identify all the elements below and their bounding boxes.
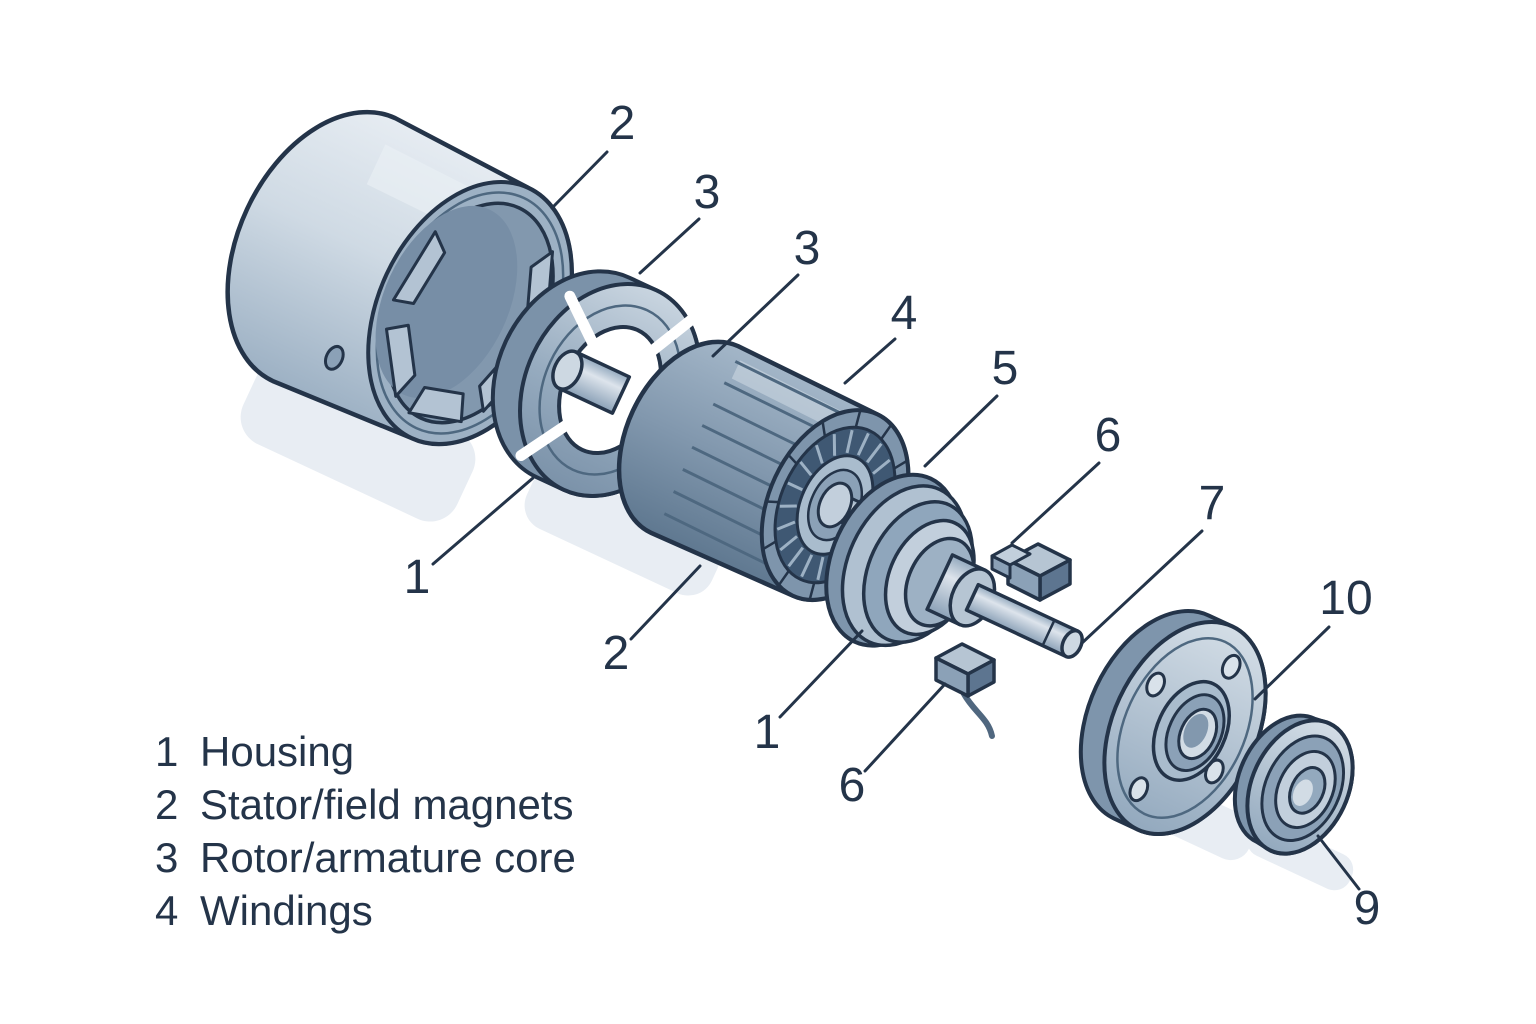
- callout-number: 5: [992, 342, 1019, 395]
- legend-label: Stator/field magnets: [200, 781, 574, 828]
- callout-labels: 2 3 3 4 5 6 7 10 1 2 1 6 9: [404, 97, 1381, 935]
- stator-shadow: [524, 468, 720, 596]
- callout-line-4: [843, 337, 897, 385]
- callout-line-3a: [638, 217, 701, 275]
- callout-number: 6: [839, 759, 866, 812]
- brush-lower-front: [934, 656, 970, 698]
- bearing-part: [1232, 713, 1355, 856]
- shaft-seam: [1041, 619, 1056, 647]
- housing-vent-hole: [323, 344, 345, 371]
- callout-number: 3: [694, 166, 721, 219]
- bearing-hole-light: [1292, 779, 1313, 806]
- callout-line-2a: [550, 150, 609, 210]
- end-cap-bore-shade: [1183, 713, 1209, 748]
- callout-number: 2: [603, 627, 630, 680]
- legend-label: Rotor/armature core: [200, 834, 576, 881]
- rotor-hub: [816, 481, 854, 529]
- shaft-front-end: [551, 349, 584, 391]
- callout-number: 7: [1199, 477, 1226, 530]
- callout-line-2b: [629, 564, 702, 641]
- callout-line-9: [1316, 834, 1361, 891]
- legend-row: 4 Windings: [155, 887, 373, 934]
- end-cap-part: [1078, 609, 1268, 836]
- callout-number: 4: [891, 287, 918, 340]
- callout-number: 10: [1319, 572, 1372, 625]
- callout-line-3b: [711, 273, 800, 358]
- brush-lower-part: [934, 642, 996, 739]
- callout-line-6b: [863, 682, 947, 773]
- legend-row: 1 Housing: [155, 728, 354, 775]
- end-cap-inner-edge: [1116, 636, 1254, 820]
- legend-label: Housing: [200, 728, 354, 775]
- callout-number: 3: [794, 222, 821, 275]
- legend: 1 Housing 2 Stator/field magnets 3 Rotor…: [155, 728, 576, 934]
- legend-number: 1: [155, 728, 178, 775]
- legend-label: Windings: [200, 887, 373, 934]
- callout-number: 1: [754, 706, 781, 759]
- brush-lower-wire: [961, 691, 995, 739]
- callout-number: 2: [609, 97, 636, 150]
- housing-shadow: [240, 354, 476, 522]
- callout-number: 1: [404, 551, 431, 604]
- legend-number: 4: [155, 887, 178, 934]
- callout-line-1b: [778, 629, 864, 719]
- brush-upper-arm-front: [990, 554, 1012, 580]
- shaft-tip: [1060, 628, 1084, 659]
- callout-number: 6: [1095, 409, 1122, 462]
- legend-number: 2: [155, 781, 178, 828]
- callout-line-10: [1253, 625, 1331, 701]
- commutator-part: [824, 472, 1084, 659]
- legend-row: 3 Rotor/armature core: [155, 834, 576, 881]
- legend-number: 3: [155, 834, 178, 881]
- brush-upper-part: [990, 542, 1072, 602]
- callout-line-1a: [431, 476, 535, 566]
- legend-row: 2 Stator/field magnets: [155, 781, 574, 828]
- callout-line-5: [923, 394, 999, 468]
- callout-number: 9: [1354, 882, 1381, 935]
- callout-lines: [431, 150, 1361, 891]
- callout-line-7: [1080, 529, 1204, 645]
- callout-line-6a: [1010, 461, 1101, 545]
